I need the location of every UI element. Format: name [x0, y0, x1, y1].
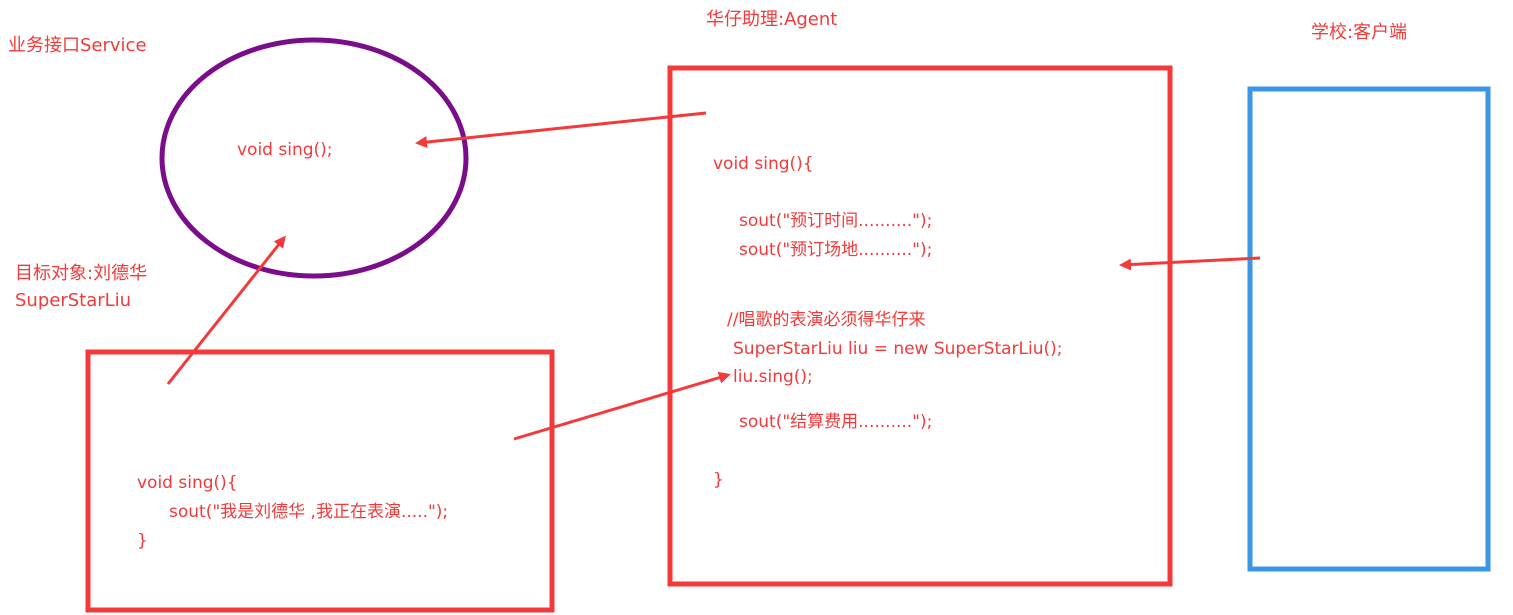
agent-box — [667, 65, 1173, 587]
agent-code-line1: void sing(){ — [713, 154, 814, 174]
agent-code-comment: //唱歌的表演必须得华仔来 — [727, 310, 926, 330]
arrow-target-to-interface — [166, 235, 286, 385]
interface-method: void sing(); — [237, 140, 333, 160]
arrow-agent-to-interface — [415, 111, 707, 149]
target-code-line2: sout("我是刘德华 ,我正在表演....."); — [169, 502, 449, 522]
service-title: 业务接口Service — [8, 35, 147, 56]
agent-code-line5: SuperStarLiu liu = new SuperStarLiu(); — [733, 339, 1063, 359]
agent-code-line7: sout("结算费用.........."); — [739, 412, 933, 432]
service-interface-ellipse — [159, 37, 469, 279]
agent-code-line8: } — [713, 470, 724, 490]
target-title-line2: SuperStarLiu — [15, 290, 132, 311]
target-object-box — [85, 349, 555, 613]
target-code-line3: } — [137, 531, 148, 551]
client-box — [1247, 86, 1491, 572]
arrow-target-to-agent — [513, 371, 731, 441]
agent-code-line2: sout("预订时间.........."); — [739, 211, 933, 231]
agent-code-line3: sout("预订场地.........."); — [739, 240, 933, 260]
target-title-line1: 目标对象:刘德华 — [15, 263, 148, 284]
target-code-line1: void sing(){ — [137, 473, 238, 493]
client-title: 学校:客户端 — [1311, 22, 1408, 43]
agent-code-line6: liu.sing(); — [733, 367, 813, 387]
agent-title: 华仔助理:Agent — [706, 9, 838, 30]
arrow-client-to-agent — [1119, 256, 1261, 271]
